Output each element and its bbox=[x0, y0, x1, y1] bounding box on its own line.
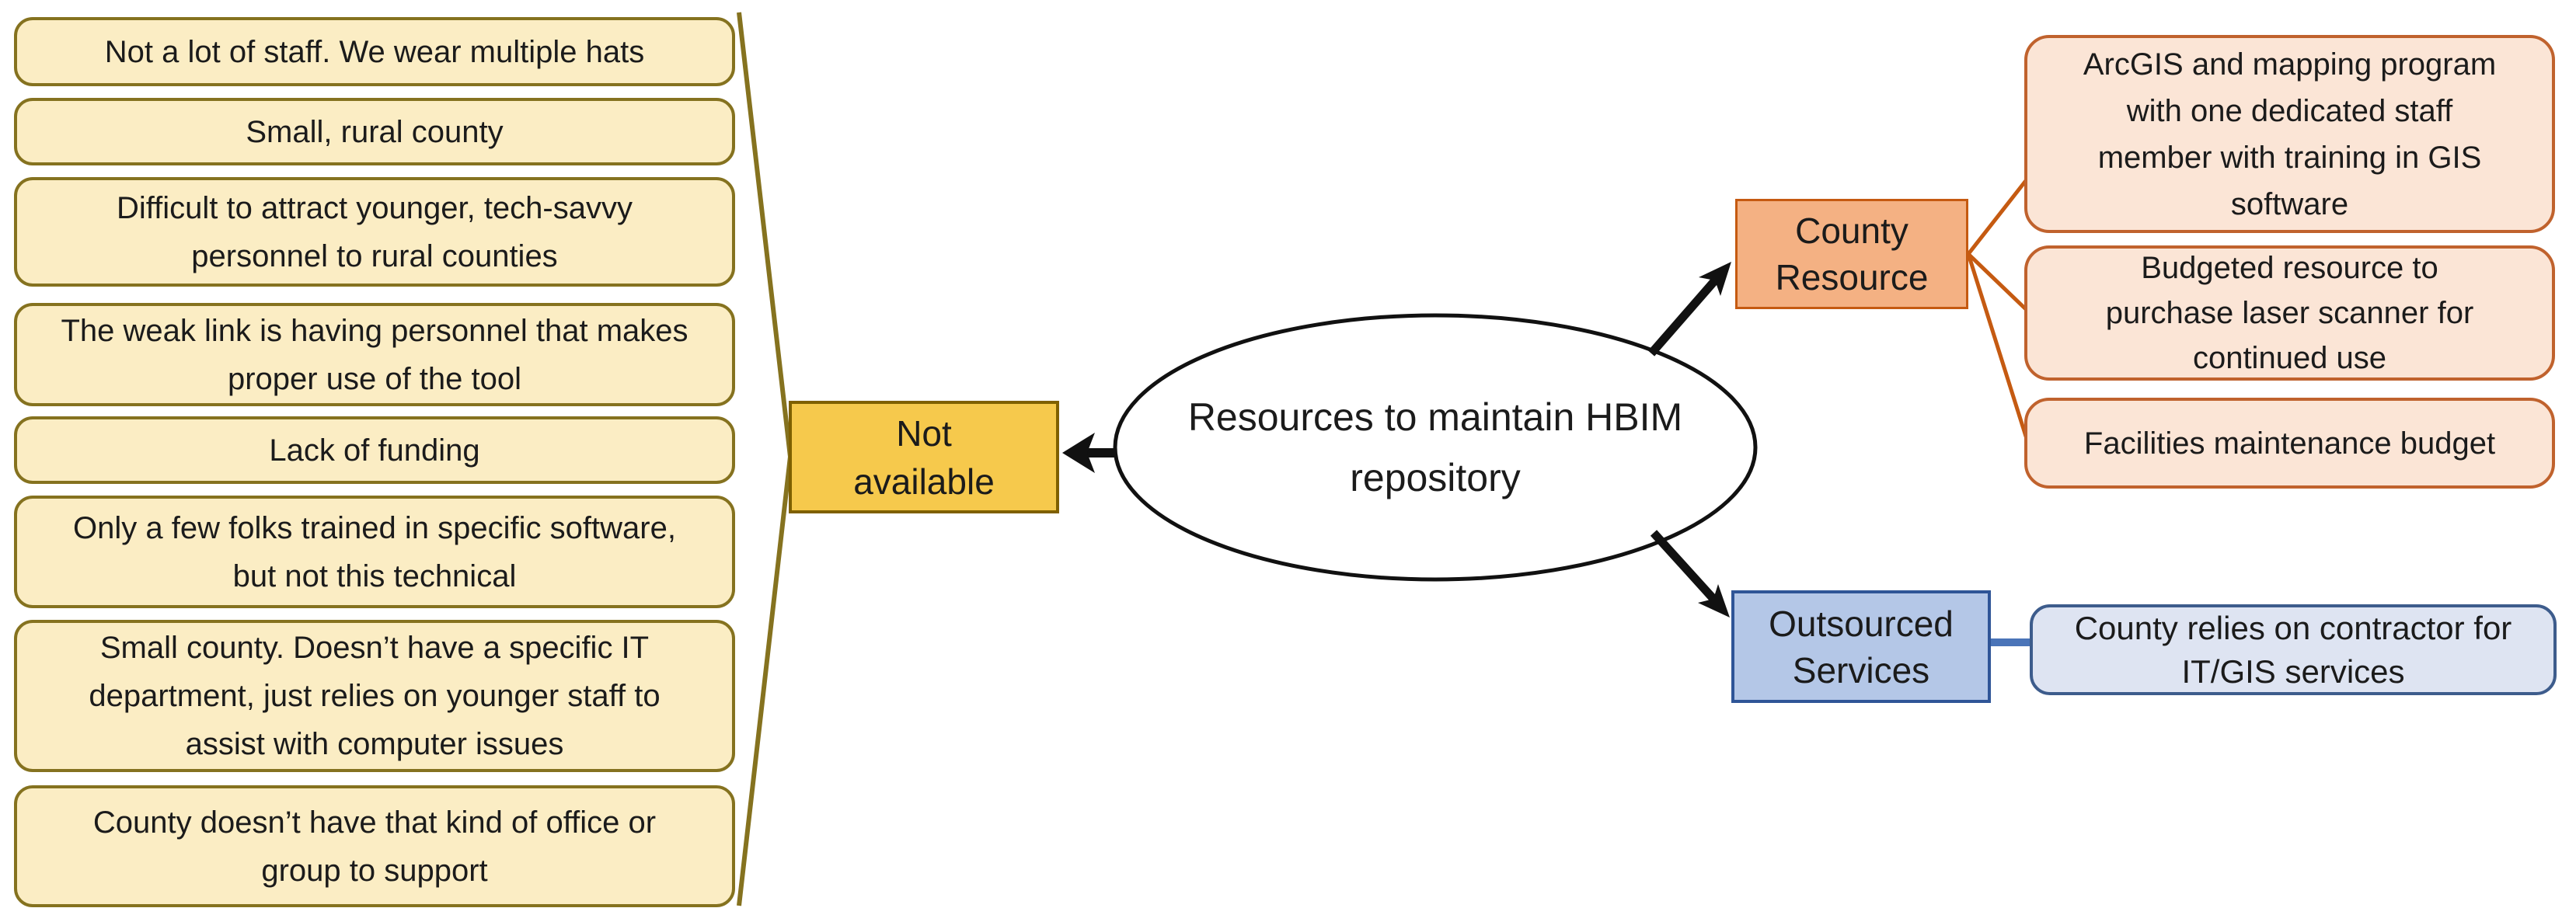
central-topic-label: Resources to maintain HBIM repository bbox=[1187, 395, 1683, 499]
arrow-county-shaft bbox=[1647, 277, 1719, 357]
county-item-budgeted: Budgeted resource to purchase laser scan… bbox=[2024, 245, 2555, 381]
note-box-no-it-dept: Small county. Doesn’t have a specific IT… bbox=[14, 620, 735, 772]
connector-county-item-3 bbox=[1966, 253, 2030, 442]
node-outsourced-services: Outsourced Services bbox=[1731, 590, 1991, 703]
note-box-attract-personnel: Difficult to attract younger, tech-savvy… bbox=[14, 177, 735, 287]
county-item-arcgis: ArcGIS and mapping program with one dedi… bbox=[2024, 35, 2555, 233]
arrow-outsourced-head bbox=[1698, 584, 1730, 618]
note-box-few-trained: Only a few folks trained in specific sof… bbox=[14, 496, 735, 608]
county-item-facilities: Facilities maintenance budget bbox=[2024, 398, 2555, 489]
arrow-outsourced-shaft bbox=[1650, 530, 1717, 602]
note-box-staff-hats: Not a lot of staff. We wear multiple hat… bbox=[14, 17, 735, 86]
bracket-shape bbox=[737, 12, 793, 906]
node-not-available: Not available bbox=[789, 401, 1059, 513]
note-box-no-office-group: County doesn’t have that kind of office … bbox=[14, 785, 735, 907]
node-not-available-label: Not available bbox=[853, 412, 995, 502]
central-ellipse bbox=[1113, 313, 1758, 582]
arrow-not-available-head bbox=[1062, 433, 1095, 473]
arrow-county-head bbox=[1699, 262, 1731, 296]
node-county-resource: County Resource bbox=[1735, 199, 1968, 309]
outsourced-item-contractor: County relies on contractor for IT/GIS s… bbox=[2030, 604, 2557, 695]
note-box-lack-funding: Lack of funding bbox=[14, 416, 735, 484]
note-box-small-rural: Small, rural county bbox=[14, 98, 735, 165]
connector-county-item-1 bbox=[1967, 177, 2029, 256]
connector-county-item-2 bbox=[1967, 252, 2029, 312]
note-box-weak-link: The weak link is having personnel that m… bbox=[14, 303, 735, 406]
